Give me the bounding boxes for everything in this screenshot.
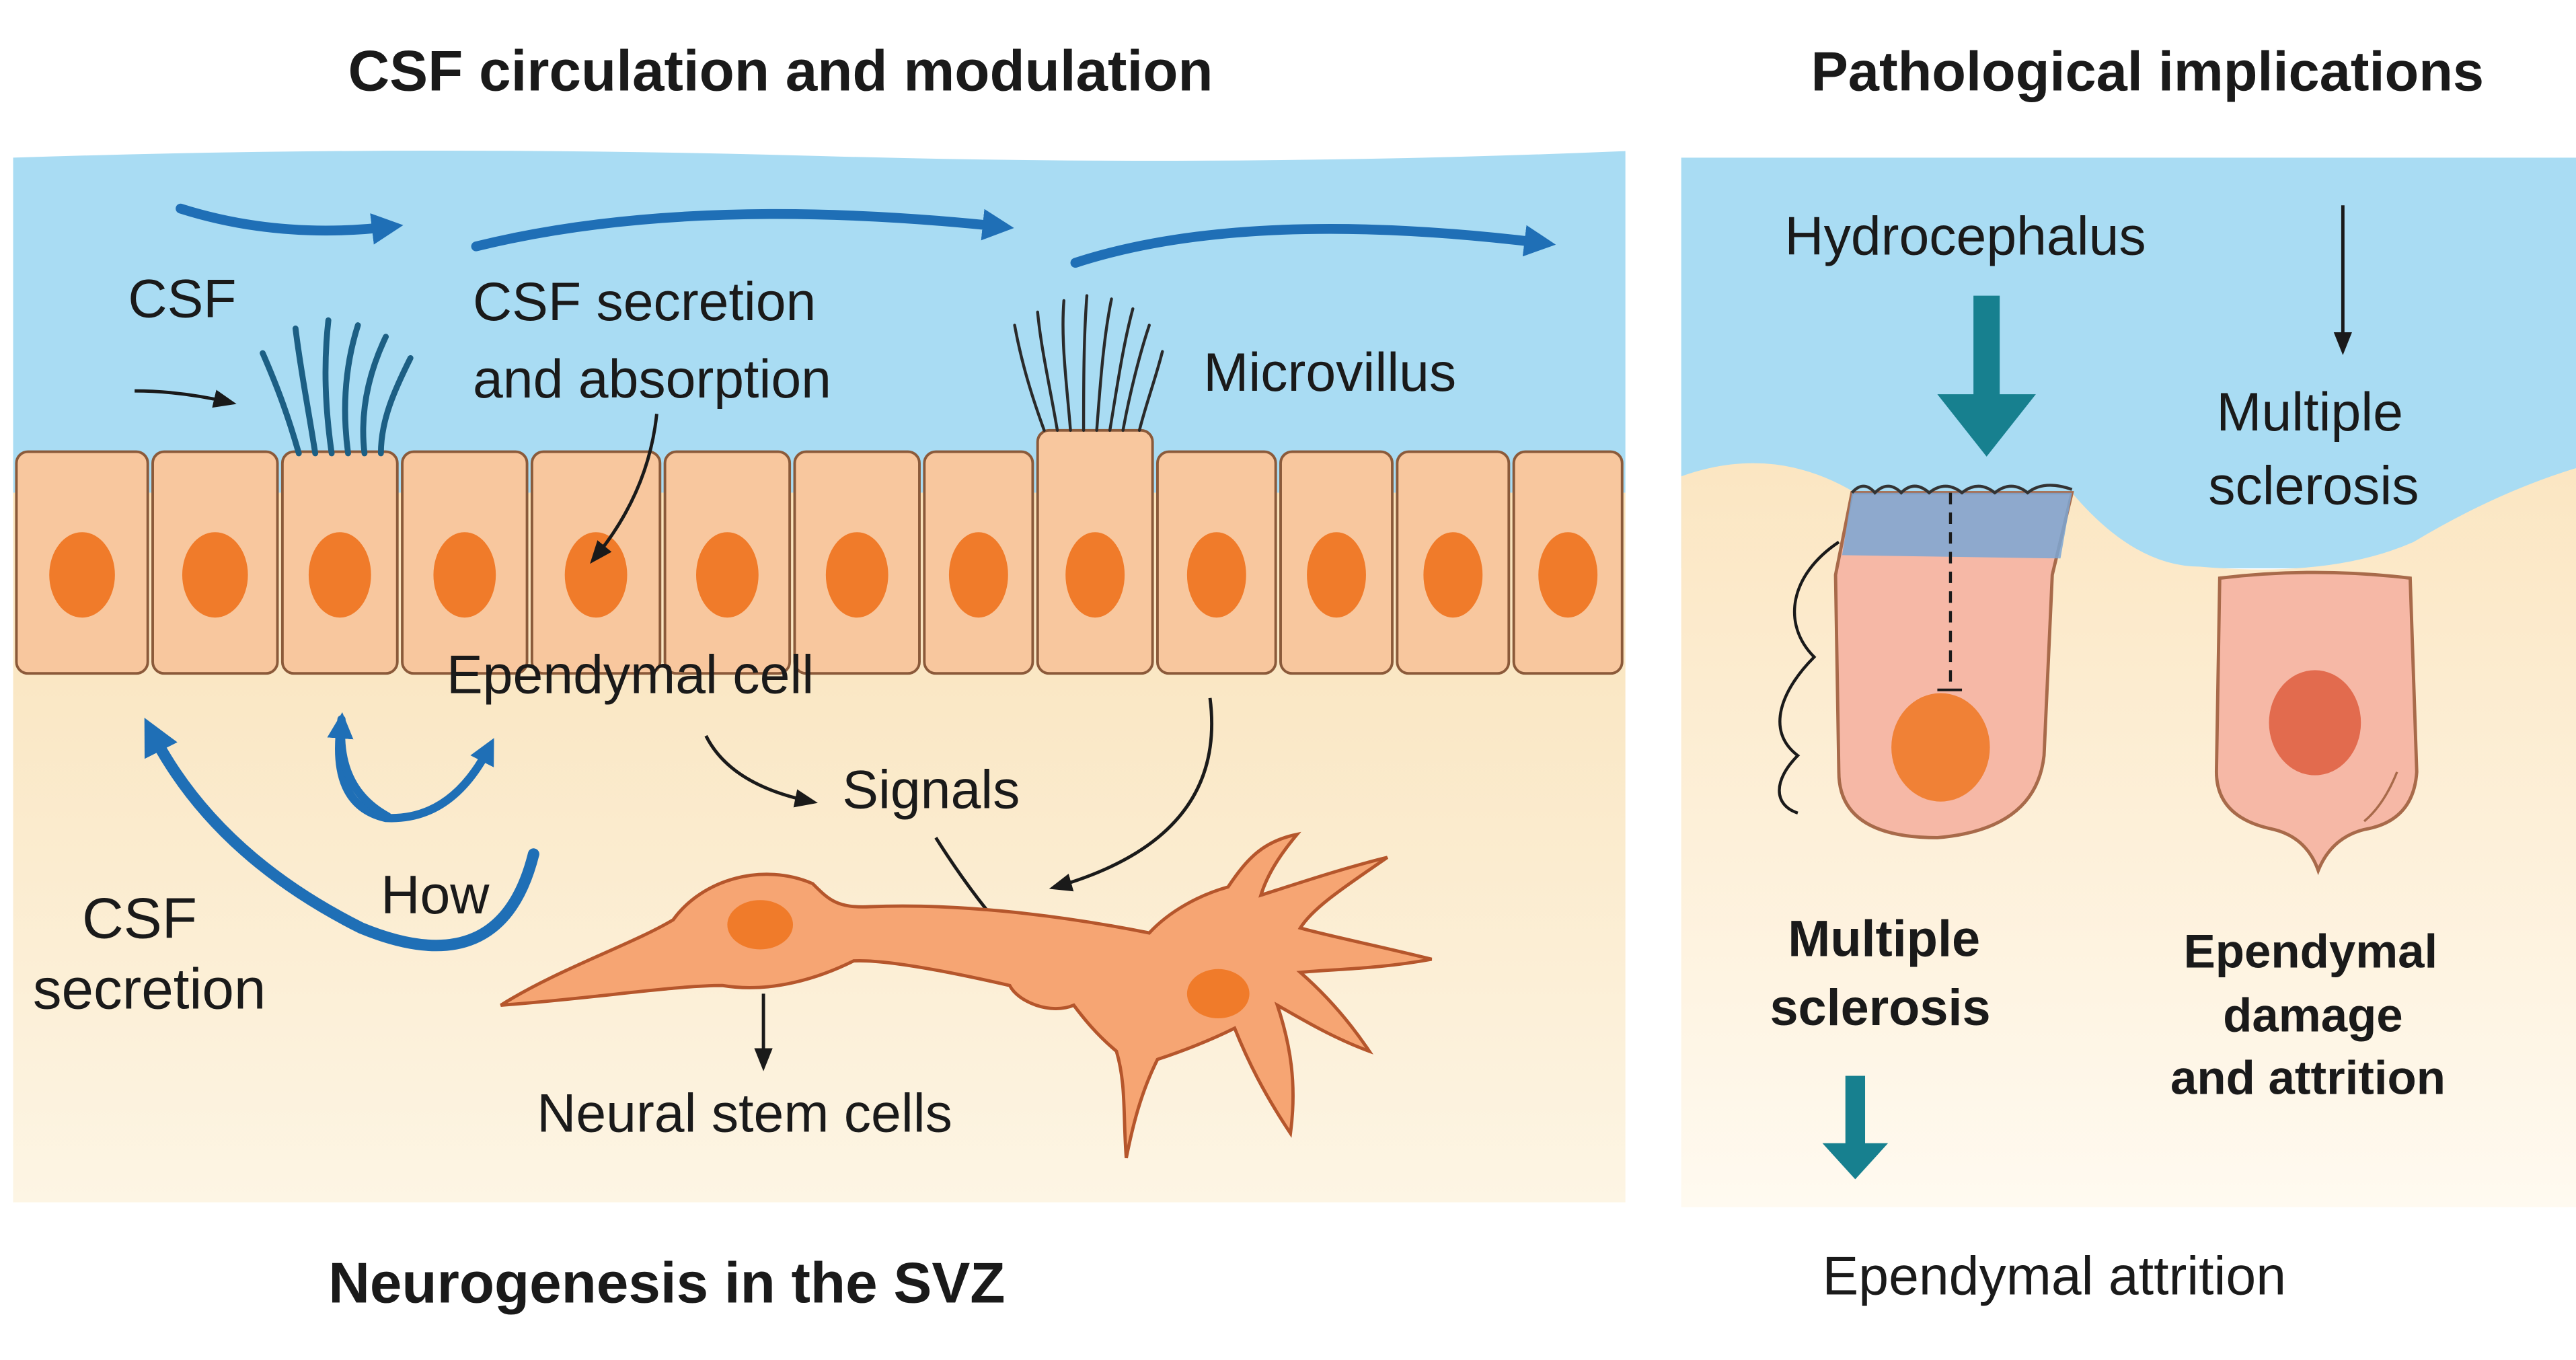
microvillus-bundle	[1013, 294, 1164, 432]
cilia-bundle	[260, 317, 414, 457]
left-bottom-title: Neurogenesis in the SVZ	[328, 1252, 1005, 1316]
stem-cell-nucleus	[1186, 969, 1250, 1019]
cell-nucleus	[308, 532, 371, 618]
cell-nucleus	[1186, 532, 1246, 618]
hydrocephalus-label: Hydrocephalus	[1784, 206, 2146, 267]
damaged-ependymal-cell	[1778, 484, 2074, 839]
csf-recirculation-arrow	[327, 712, 392, 821]
multiple-sclerosis-top-label: Multiple sclerosis	[2208, 382, 2419, 517]
csf-flow-arrow	[471, 209, 1014, 252]
cell-nucleus	[2269, 670, 2361, 776]
disrupted-apical-surface	[1842, 492, 2072, 559]
pointer-arrow	[135, 389, 237, 408]
csf-label: CSF	[128, 268, 236, 329]
stem-cell-nucleus	[727, 900, 794, 950]
cell-debris	[1778, 541, 1840, 815]
right-panel-title: Pathological implications	[1811, 40, 2484, 102]
csf-flow-arrow	[1070, 224, 1556, 268]
right-panel: Pathological implications Hydrocephalus …	[1681, 40, 2576, 1306]
cell-nucleus	[825, 532, 888, 618]
cell-nucleus	[433, 532, 496, 618]
cell-nucleus	[182, 532, 248, 618]
csf-flow-arrow	[176, 203, 404, 245]
csf-secretion-absorption-label: CSF secretion and absorption	[473, 272, 831, 410]
pointer-arrow	[590, 414, 658, 564]
multiple-sclerosis-bottom-label: Multiple sclerosis	[1770, 910, 1994, 1036]
cell-nucleus	[1307, 532, 1366, 618]
cell-nucleus	[1538, 532, 1598, 618]
cell-nucleus	[696, 532, 759, 618]
cell-nucleus	[564, 532, 628, 618]
cell-nucleus	[49, 532, 115, 618]
ependymal-cell-label: Ependymal cell	[447, 645, 814, 706]
cell-nucleus	[1065, 532, 1125, 618]
attrition-arrow	[1822, 1075, 1889, 1180]
ependymal-damage-label: Ependymal damage and attrition	[2170, 925, 2451, 1104]
neural-stem-cells-label: Neural stem cells	[537, 1084, 952, 1144]
neural-stem-cell	[500, 831, 1433, 1159]
left-panel: CSF circulation and modulation	[13, 39, 1626, 1316]
csf-secretion-label: CSF secretion	[33, 886, 266, 1021]
signal-arrow	[704, 734, 818, 808]
signal-arrow	[1049, 697, 1214, 892]
hydrocephalus-arrow	[1937, 295, 2036, 457]
signals-label: Signals	[842, 759, 1020, 820]
left-top-title: CSF circulation and modulation	[348, 39, 1213, 103]
microvillus-label: Microvillus	[1203, 342, 1456, 403]
ependymal-attrition-label: Ependymal attrition	[1823, 1246, 2286, 1306]
ependymal-cell-layer	[15, 428, 1624, 675]
cell-nucleus	[1891, 693, 1990, 802]
ependymal-nuclei	[49, 532, 1598, 618]
how-label: How	[381, 865, 490, 925]
atrophied-ependymal-cell	[2214, 570, 2419, 876]
cell-nucleus	[1423, 532, 1483, 618]
cell-nucleus	[948, 532, 1008, 618]
csf-secretion-arrow	[144, 718, 539, 952]
